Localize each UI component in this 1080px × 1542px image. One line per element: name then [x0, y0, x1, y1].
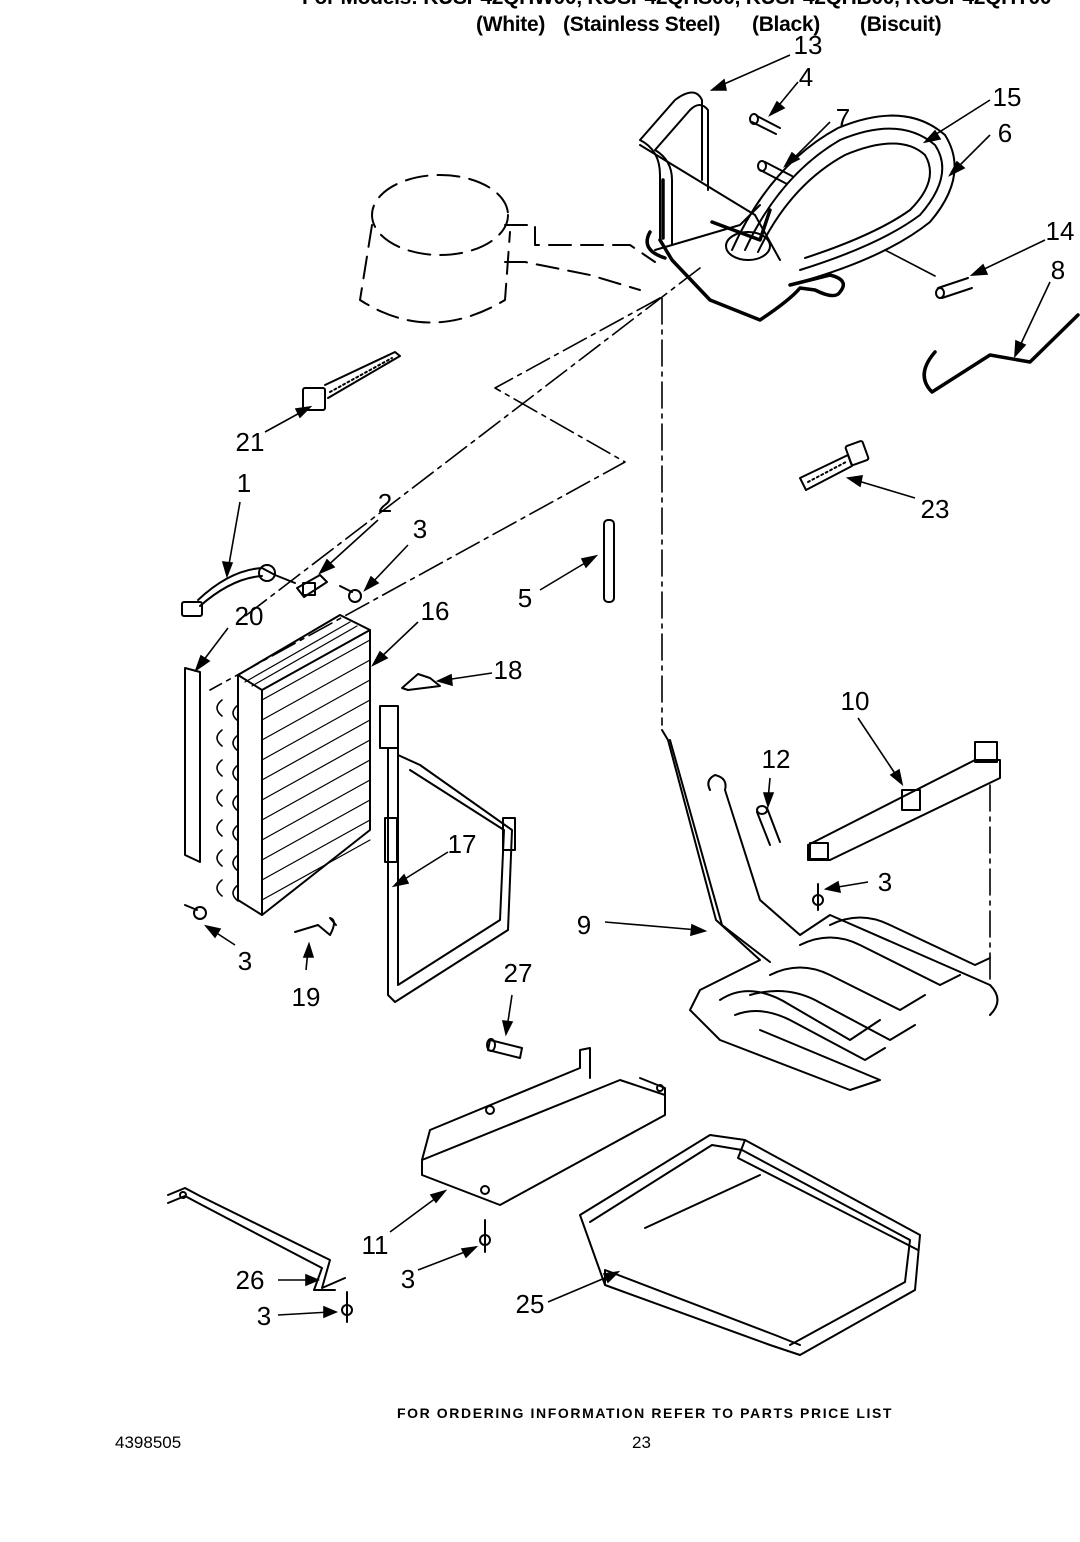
callout-18: 18	[494, 655, 523, 685]
callout-12: 12	[762, 744, 791, 774]
part-15-6-loop-tubes	[725, 114, 956, 283]
part-14-tube	[935, 277, 973, 299]
ordering-note: FOR ORDERING INFORMATION REFER TO PARTS …	[396, 1405, 894, 1421]
part-3-screw	[339, 585, 362, 603]
part-11-bracket	[421, 1047, 666, 1206]
part-3-screw-5	[341, 1291, 353, 1323]
finish-biscuit-label: (Biscuit)	[860, 13, 942, 36]
callout-3-d: 3	[401, 1264, 415, 1294]
part-3-screw-4	[479, 1219, 491, 1253]
part-2-bracket	[296, 574, 328, 598]
callout-26: 26	[236, 1265, 265, 1295]
connection-leader-lines	[209, 267, 991, 986]
finish-stainless-label: (Stainless Steel)	[563, 13, 721, 36]
part-4-tube	[749, 113, 781, 135]
part-20-plate	[184, 667, 201, 863]
part-7-tube	[757, 160, 793, 185]
part-16-evaporator-coil	[216, 614, 371, 916]
callout-arrows	[194, 54, 1051, 1319]
callout-4: 4	[799, 62, 813, 92]
callout-13: 13	[794, 30, 823, 60]
callout-8: 8	[1051, 255, 1065, 285]
part-3-screw-2	[184, 904, 207, 920]
part-17-heater-loop	[379, 705, 516, 1003]
finish-black-label: (Black)	[752, 13, 820, 36]
part-23-cable-tie	[799, 440, 870, 491]
part-1-sensor-harness	[181, 564, 296, 617]
part-19-clip	[294, 917, 337, 936]
callout-25: 25	[516, 1289, 545, 1319]
callout-3-c: 3	[238, 946, 252, 976]
page-number: 23	[632, 1433, 651, 1452]
part-27-clip	[486, 1038, 523, 1059]
part-10-bracket	[807, 741, 1001, 861]
finish-white-label: (White)	[476, 13, 546, 36]
callout-11: 11	[362, 1230, 389, 1260]
callout-10: 10	[841, 686, 870, 716]
part-18-clip	[401, 673, 441, 691]
models-header: For Models: KUSP42QHW00, KUSP42QHS00, KU…	[302, 0, 1052, 10]
callout-9: 9	[577, 910, 591, 940]
callout-20: 20	[235, 601, 264, 631]
part-25-drain-pan	[579, 1134, 921, 1356]
document-number: 4398505	[115, 1433, 182, 1452]
part-9-heater	[661, 729, 999, 1091]
callout-1: 1	[237, 468, 251, 498]
wiring-harness	[645, 178, 846, 322]
part-12-tube	[756, 805, 781, 846]
callout-15: 15	[993, 82, 1022, 112]
callout-19: 19	[292, 982, 321, 1012]
callout-5: 5	[518, 583, 532, 613]
compressor-outline	[359, 174, 656, 324]
part-13-tube	[639, 91, 781, 261]
part-26-rod	[167, 1187, 346, 1291]
callout-21: 21	[236, 427, 265, 457]
part-3-screw-3	[812, 883, 824, 911]
callout-6: 6	[998, 118, 1012, 148]
callout-3-a: 3	[413, 514, 427, 544]
part-5-tube	[603, 519, 615, 603]
part-21-cable-tie	[302, 351, 401, 411]
callout-3-e: 3	[257, 1301, 271, 1331]
part-8-wire	[922, 313, 1080, 394]
callout-2: 2	[378, 488, 392, 518]
callout-17: 17	[448, 829, 477, 859]
callout-27: 27	[504, 958, 533, 988]
callout-7: 7	[836, 103, 850, 133]
callout-3-b: 3	[878, 867, 892, 897]
callout-14: 14	[1046, 216, 1075, 246]
callout-23: 23	[921, 494, 950, 524]
callout-16: 16	[421, 596, 450, 626]
